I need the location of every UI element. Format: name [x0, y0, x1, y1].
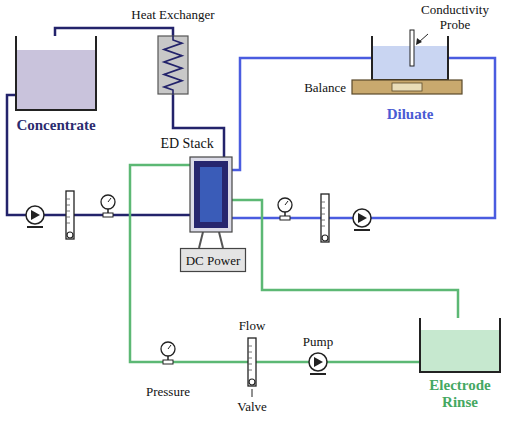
balance-scale: Balance [352, 80, 462, 94]
stack-frame [190, 157, 232, 232]
balance-platform [352, 80, 462, 94]
balance-display [392, 83, 422, 91]
diluate-tank: Diluate [372, 36, 448, 80]
callout-label: Conductivity Probe [415, 2, 495, 32]
stack-membranes [200, 167, 222, 222]
pressure-gauge [161, 342, 175, 364]
pump-symbol [26, 206, 44, 227]
power-lead [199, 232, 223, 248]
node-outline [372, 36, 448, 80]
flowmeter-symbol [321, 194, 329, 242]
node-label: Electrode Rinse [416, 377, 504, 411]
callout-label: Valve [237, 399, 267, 414]
tank-wall [372, 36, 448, 80]
exchanger-body [158, 36, 188, 94]
leader-line [252, 389, 253, 397]
node-label: Balance [304, 80, 346, 95]
device-box [181, 249, 246, 272]
liquid-fill [420, 330, 500, 372]
pressure-gauge [101, 195, 115, 217]
pipe-line [7, 95, 190, 215]
pressure-gauge [278, 198, 292, 220]
pipe-line [232, 58, 372, 170]
dc-power-supply: DC Power [180, 248, 246, 272]
flowmeter-symbol [248, 338, 256, 386]
heat-exchanger: Heat Exchanger [158, 36, 188, 94]
pump-symbol [309, 353, 327, 374]
conductivity-probe [410, 30, 414, 66]
stack-band [194, 161, 228, 228]
node-outline [352, 80, 462, 94]
node-label: Concentrate [16, 117, 95, 134]
flowmeter-symbol [66, 191, 74, 239]
node-outline [190, 157, 232, 232]
pipe-line [232, 58, 495, 218]
node-outline [16, 36, 96, 110]
liquid-fill [16, 50, 96, 110]
node-outline [158, 36, 188, 94]
ed-stack: ED Stack [190, 157, 232, 232]
arrow-head [416, 38, 422, 45]
pipe-line [55, 28, 173, 36]
node-label: Diluate [387, 106, 434, 123]
pump-symbol [353, 209, 371, 230]
exchanger-coil [164, 36, 182, 94]
callout-label: Pressure [146, 384, 190, 399]
callout-label: Pump [303, 334, 333, 349]
concentrate-tank: Concentrate [16, 36, 96, 110]
pipe-line [130, 165, 420, 362]
node-outline [420, 318, 500, 372]
pipe-line [232, 200, 458, 318]
node-label: ED Stack [160, 136, 213, 152]
node-label: Heat Exchanger [131, 7, 214, 22]
node-label: DC Power [186, 253, 241, 268]
callout-label: Flow [239, 318, 266, 333]
electrode-rinse-tank: Electrode Rinse [420, 318, 500, 372]
tank-wall [16, 36, 96, 110]
tank-wall [420, 318, 500, 372]
